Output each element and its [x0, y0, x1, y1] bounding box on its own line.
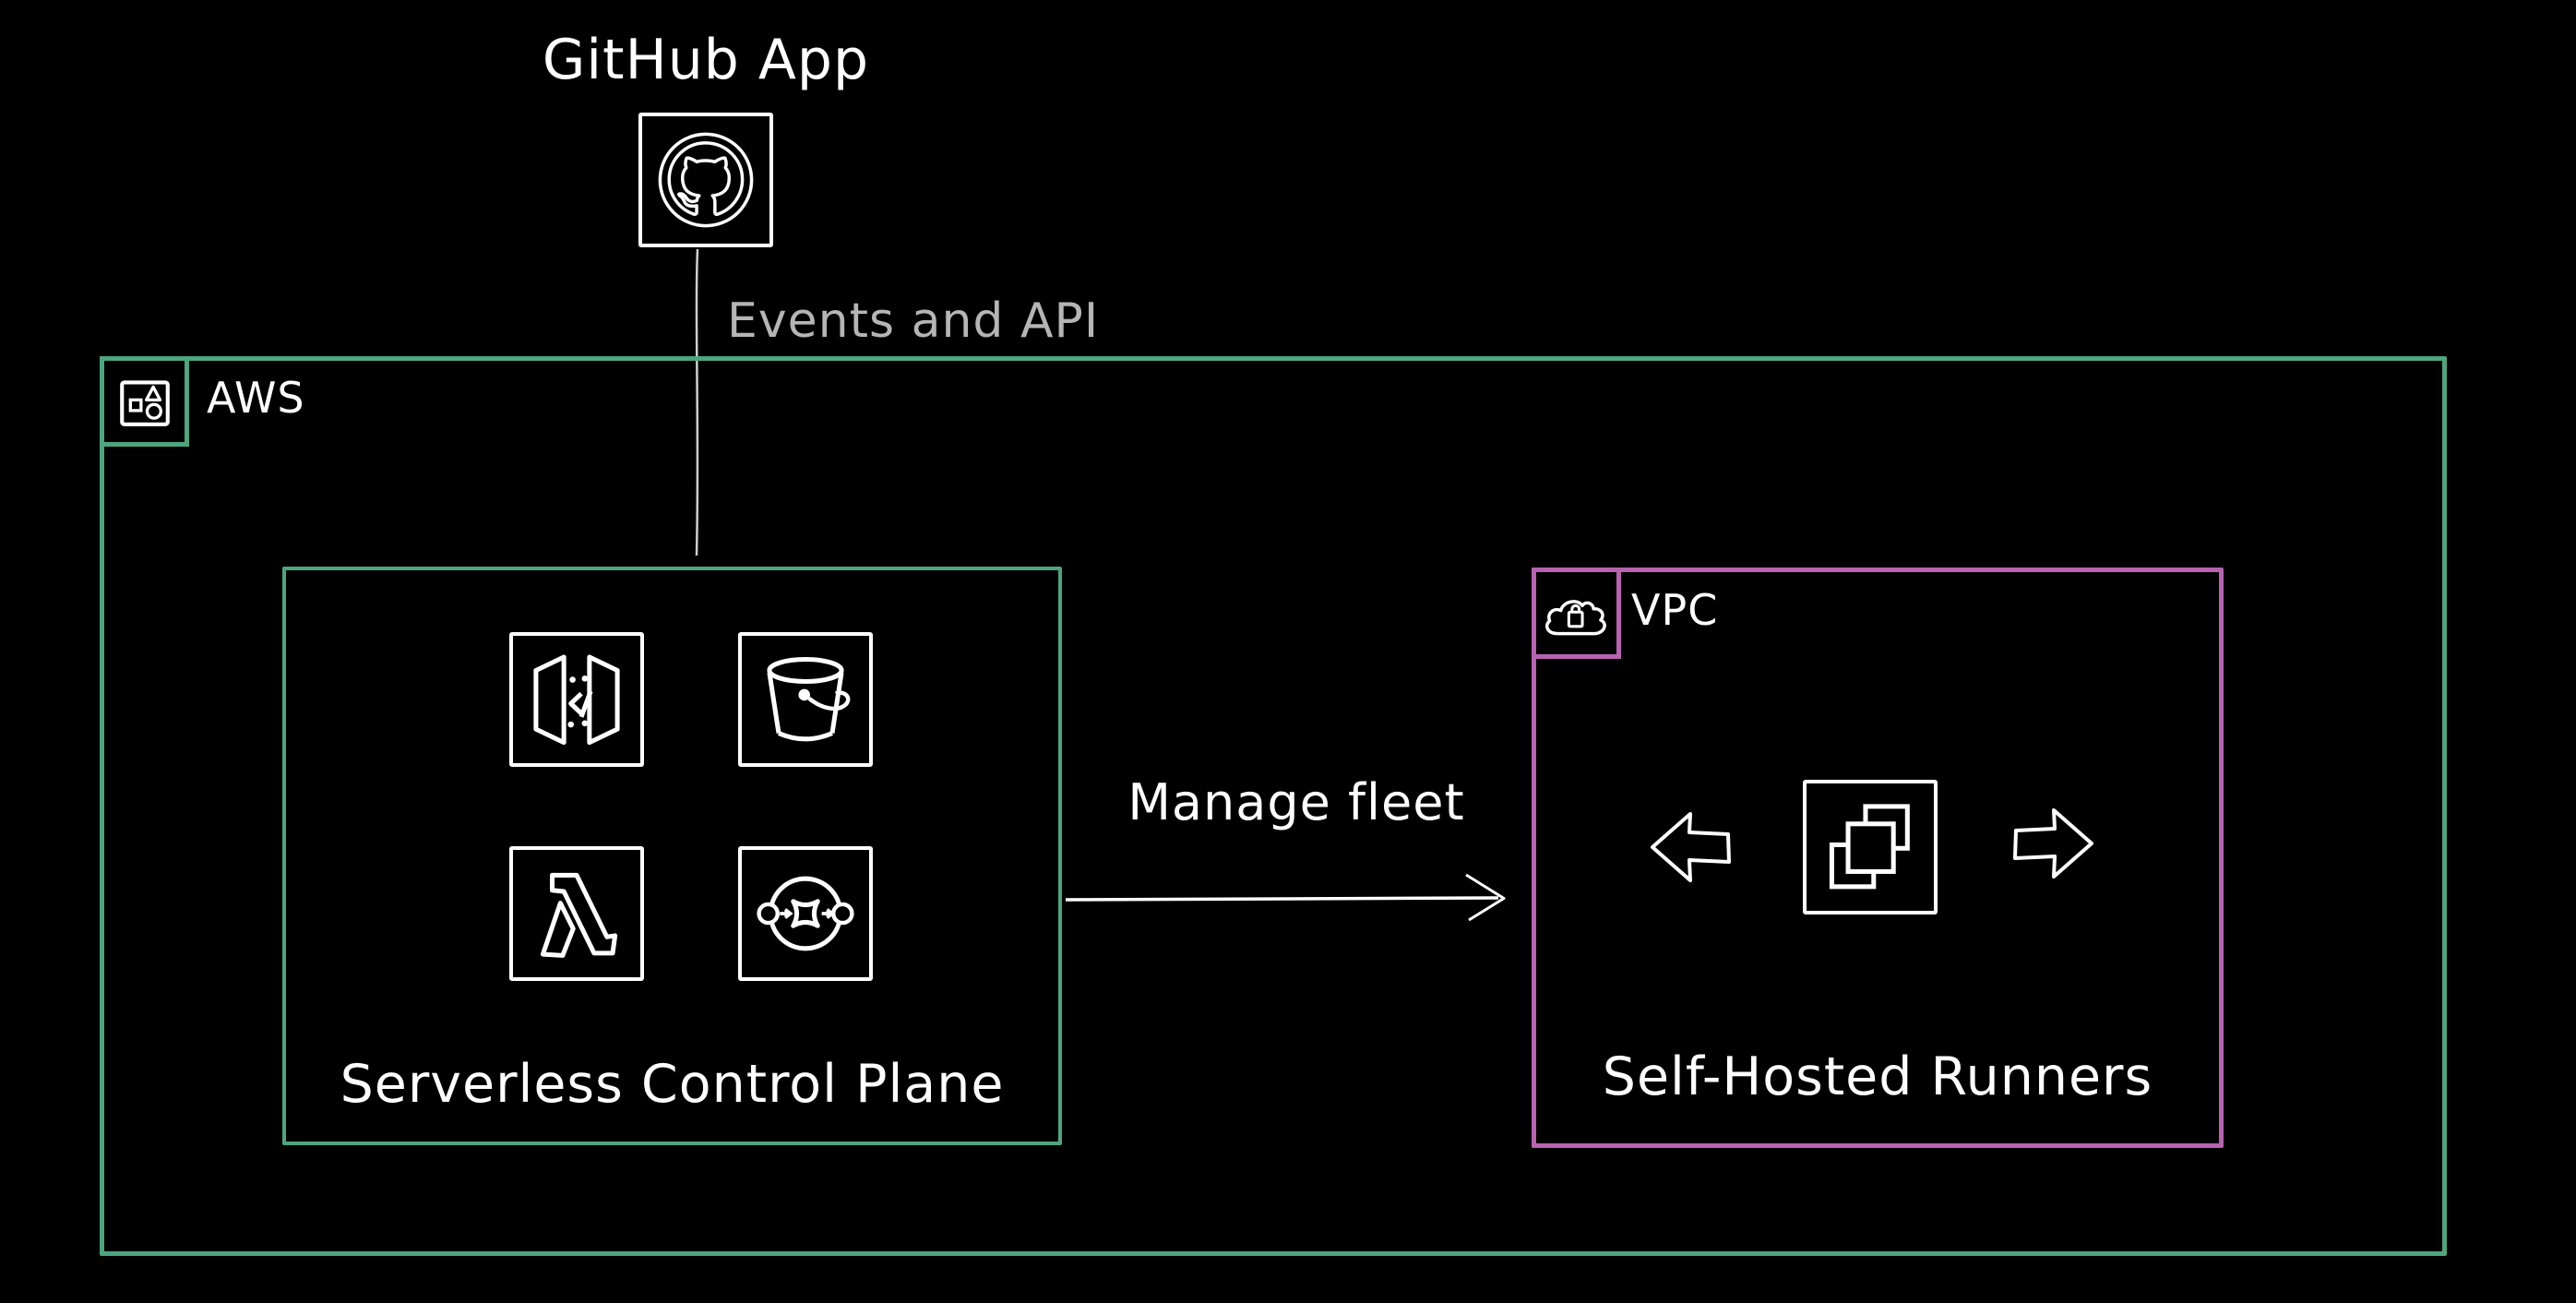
ec2-instances-node [1803, 780, 1938, 914]
vpc-container [1532, 568, 2224, 1148]
aws-resources-icon [114, 371, 175, 432]
api-gateway-node [509, 632, 644, 767]
cloud-lock-icon [1542, 588, 1612, 640]
github-app-title: GitHub App [542, 28, 870, 92]
serverless-control-plane-caption: Serverless Control Plane [340, 1054, 1005, 1115]
aws-label: AWS [207, 373, 305, 423]
lambda-node [509, 846, 644, 981]
events-and-api-label: Events and API [727, 293, 1100, 349]
serverless-control-plane-box [282, 567, 1062, 1145]
github-app-node [638, 113, 773, 247]
vpc-badge [1532, 568, 1621, 659]
self-hosted-runners-caption: Self-Hosted Runners [1602, 1046, 2153, 1107]
s3-bucket-node [738, 632, 873, 767]
block-arrow-left-icon [1644, 797, 1736, 901]
api-gateway-icon [519, 641, 635, 758]
step-functions-node [738, 846, 873, 981]
manage-fleet-label: Manage fleet [1127, 773, 1465, 831]
block-arrow-right-icon [2008, 794, 2100, 897]
s3-bucket-icon [747, 641, 864, 758]
aws-badge [100, 356, 189, 447]
aws-container [100, 356, 2447, 1256]
github-octocat-icon [648, 122, 764, 238]
step-functions-icon [747, 855, 864, 972]
ec2-instances-icon [1812, 789, 1928, 905]
events-connector-line [690, 249, 703, 556]
manage-fleet-arrow [1063, 858, 1529, 927]
lambda-icon [519, 855, 635, 972]
vpc-label: VPC [1631, 585, 1719, 635]
